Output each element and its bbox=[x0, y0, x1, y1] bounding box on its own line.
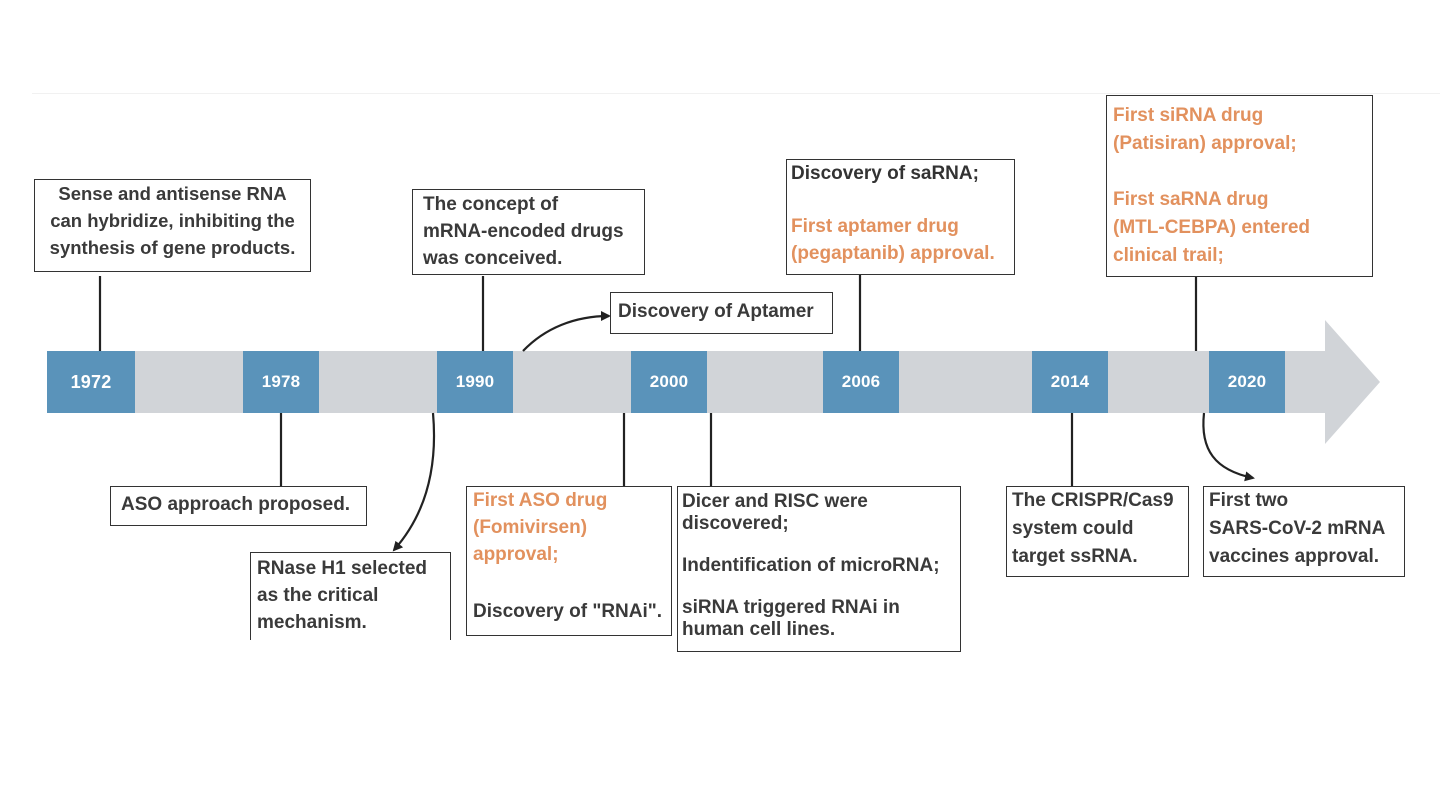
event-text: The concept of bbox=[423, 194, 559, 215]
event-box-2014: The CRISPR/Cas9 system could target ssRN… bbox=[1006, 486, 1189, 577]
event-text: target ssRNA. bbox=[1012, 546, 1138, 567]
event-box-1978: ASO approach proposed. bbox=[110, 486, 367, 526]
event-box-aso-drug: First ASO drug (Fomivirsen) approval; Di… bbox=[466, 486, 672, 636]
event-box-rnase-h1: RNase H1 selected as the critical mechan… bbox=[250, 552, 451, 640]
event-text-highlight: clinical trail; bbox=[1113, 245, 1224, 266]
event-text: Indentification of microRNA; bbox=[682, 555, 940, 576]
event-text: discovered; bbox=[682, 513, 789, 534]
event-text: synthesis of gene products. bbox=[49, 237, 296, 258]
event-text: The CRISPR/Cas9 bbox=[1012, 490, 1174, 511]
event-box-1972: Sense and antisense RNA can hybridize, i… bbox=[34, 179, 311, 272]
event-text: as the critical bbox=[257, 585, 379, 606]
event-text-highlight: (pegaptanib) approval. bbox=[791, 243, 995, 264]
event-box-1990: The concept of mRNA-encoded drugs was co… bbox=[412, 189, 645, 275]
event-text: First two bbox=[1209, 490, 1289, 511]
event-text: Dicer and RISC were bbox=[682, 491, 868, 512]
event-text: Discovery of Aptamer bbox=[618, 301, 814, 322]
event-box-2020-bottom: First two SARS-CoV-2 mRNA vaccines appro… bbox=[1203, 486, 1405, 577]
event-text-highlight: First aptamer drug bbox=[791, 216, 959, 237]
event-text: RNase H1 selected bbox=[257, 558, 428, 579]
event-text: was conceived. bbox=[423, 248, 563, 269]
event-text-highlight: First siRNA drug bbox=[1113, 105, 1264, 126]
event-text: Sense and antisense RNA bbox=[58, 183, 287, 204]
event-text-highlight: (Patisiran) approval; bbox=[1113, 133, 1297, 154]
event-text: human cell lines. bbox=[682, 619, 836, 640]
event-text-highlight: First ASO drug bbox=[473, 490, 608, 511]
event-box-2006: Discovery of saRNA; First aptamer drug (… bbox=[786, 159, 1015, 275]
year-marker-2014: 2014 bbox=[1032, 351, 1108, 413]
event-text: ASO approach proposed. bbox=[121, 494, 351, 515]
event-box-2020-top: First siRNA drug (Patisiran) approval; F… bbox=[1106, 95, 1373, 277]
year-marker-1972: 1972 bbox=[47, 351, 135, 413]
event-box-aptamer: Discovery of Aptamer bbox=[610, 292, 833, 334]
event-text: SARS-CoV-2 mRNA bbox=[1209, 518, 1386, 539]
event-text: siRNA triggered RNAi in bbox=[682, 597, 900, 618]
event-text: mRNA-encoded drugs bbox=[423, 221, 624, 242]
event-text: Discovery of saRNA; bbox=[791, 163, 979, 184]
year-marker-1978: 1978 bbox=[243, 351, 319, 413]
event-text: system could bbox=[1012, 518, 1134, 539]
curved-arrow-2020 bbox=[1202, 412, 1255, 482]
event-text: Discovery of "RNAi". bbox=[473, 601, 663, 622]
event-text-highlight: (Fomivirsen) bbox=[473, 517, 588, 538]
top-divider bbox=[32, 93, 1440, 94]
curved-arrow-rnase bbox=[392, 412, 436, 552]
year-marker-1990: 1990 bbox=[437, 351, 513, 413]
year-marker-2006: 2006 bbox=[823, 351, 899, 413]
event-box-2000: Dicer and RISC were discovered; Indentif… bbox=[677, 486, 961, 652]
year-marker-2000: 2000 bbox=[631, 351, 707, 413]
event-text: can hybridize, inhibiting the bbox=[50, 210, 295, 231]
event-text-highlight: First saRNA drug bbox=[1113, 189, 1269, 210]
event-text: mechanism. bbox=[257, 612, 367, 633]
event-text: vaccines approval. bbox=[1209, 546, 1380, 567]
curved-arrow-aptamer bbox=[522, 311, 611, 352]
year-marker-2020: 2020 bbox=[1209, 351, 1285, 413]
event-text-highlight: (MTL-CEBPA) entered bbox=[1113, 217, 1311, 238]
event-text-highlight: approval; bbox=[473, 544, 559, 565]
